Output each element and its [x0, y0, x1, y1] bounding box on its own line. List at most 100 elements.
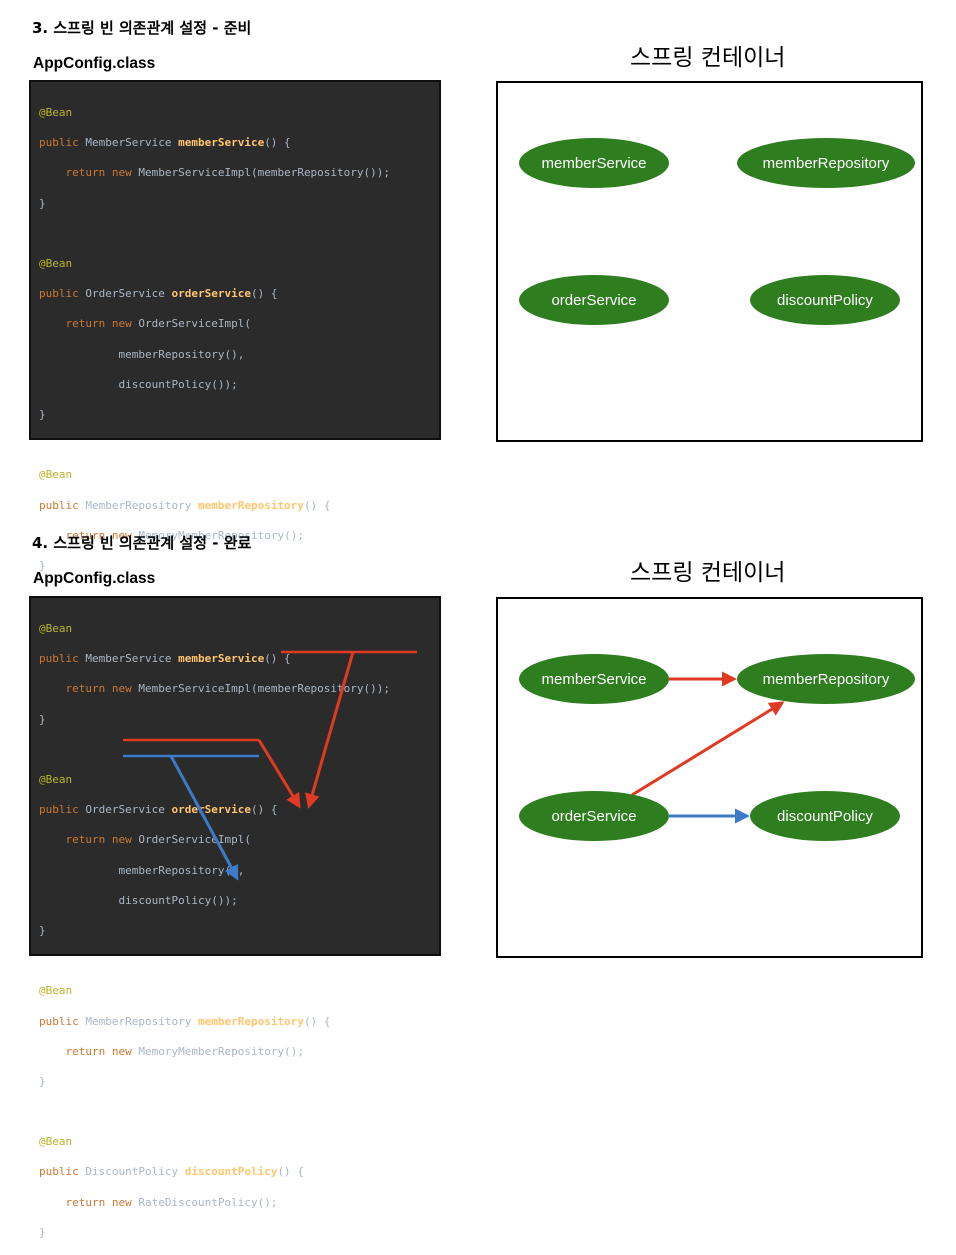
code-line: } [39, 407, 390, 422]
bean-label: orderService [551, 808, 636, 825]
code-type: OrderService [85, 287, 165, 301]
section-4-title: 4. 스프링 빈 의존관계 설정 - 완료 [32, 534, 252, 552]
code-brace: } [39, 712, 46, 726]
code-line: @Bean [39, 467, 390, 482]
code-keyword: new [111, 317, 132, 331]
code-annotation: @Bean [39, 984, 73, 998]
bean-shape [519, 275, 669, 325]
code-keyword: public [39, 498, 79, 512]
code-type: MemberService [85, 136, 172, 150]
code-argument: discountPolicy()); [118, 377, 238, 391]
code-line: return new MemberServiceImpl(memberRepos… [39, 681, 391, 696]
bean-label: orderService [551, 292, 636, 309]
section-4-file-label: AppConfig.class [33, 570, 156, 587]
code-brace: } [39, 407, 46, 421]
code-blank-line [39, 226, 390, 241]
code-type: MemberRepository [85, 498, 192, 512]
bean-label: discountPolicy [777, 292, 873, 309]
code-keyword: new [111, 1195, 132, 1209]
code-annotation: @Bean [39, 1135, 73, 1149]
code-keyword: return [65, 833, 106, 847]
code-line: discountPolicy()); [39, 893, 390, 908]
code-line: return new RateDiscountPolicy(); [39, 1195, 390, 1210]
section-3-bean-diagram: memberService memberRepository orderServ… [519, 138, 915, 325]
code-line: @Bean [39, 105, 390, 120]
code-body: OrderServiceImpl( [138, 833, 251, 847]
code-blank-line [39, 1104, 390, 1119]
bean-shape [519, 654, 669, 704]
code-signature-end: () { [250, 287, 278, 301]
code-keyword: return [65, 1044, 106, 1058]
section-4-spring-container: memberService memberRepository orderServ… [496, 597, 923, 958]
code-keyword: new [111, 1044, 132, 1058]
code-line: return new MemoryMemberRepository(); [39, 1044, 390, 1059]
code-type: DiscountPolicy [85, 1165, 179, 1179]
code-line: public OrderService orderService() { [39, 802, 390, 817]
code-brace: } [39, 1074, 46, 1088]
code-line: return new MemberServiceImpl(memberRepos… [39, 165, 391, 180]
code-brace: } [39, 1225, 46, 1239]
code-argument: memberRepository(), [118, 347, 245, 361]
code-keyword: public [39, 1014, 79, 1028]
code-line: } [39, 1074, 390, 1089]
code-type: MemberService [85, 652, 172, 666]
code-method-name: memberRepository [197, 1014, 304, 1028]
code-line: return new MemoryMemberRepository(); [39, 528, 390, 543]
code-line: return new OrderServiceImpl( [39, 832, 390, 847]
code-keyword: public [39, 803, 79, 817]
bean-label: memberRepository [763, 155, 890, 172]
code-brace: } [39, 558, 46, 572]
bean-node: orderService [519, 275, 669, 325]
code-line: return new OrderServiceImpl( [39, 316, 390, 331]
code-annotation: @Bean [39, 773, 73, 787]
bean-shape [737, 138, 915, 188]
code-method-name: memberService [178, 652, 265, 666]
code-blank-line [39, 742, 390, 757]
code-line: } [39, 558, 390, 573]
bean-label: memberRepository [763, 671, 890, 688]
code-method-name: orderService [171, 287, 251, 301]
code-line: memberRepository(), [39, 347, 390, 362]
bean-shape [750, 791, 900, 841]
code-argument: memberRepository(), [118, 863, 245, 877]
code-keyword: return [65, 528, 106, 542]
code-line: @Bean [39, 983, 390, 998]
code-annotation: @Bean [39, 257, 73, 271]
code-method-name: memberRepository [197, 498, 304, 512]
bean-shape [737, 654, 915, 704]
section-3-spring-container: memberService memberRepository orderServ… [496, 81, 923, 442]
bean-label: memberService [541, 671, 646, 688]
code-blank-line [39, 953, 390, 968]
code-signature-end: () { [303, 1014, 331, 1028]
code-line: public MemberRepository memberRepository… [39, 1014, 390, 1029]
code-line: @Bean [39, 621, 390, 636]
code-body: MemberServiceImpl(memberRepository()); [138, 682, 391, 696]
code-signature-end: () { [277, 1165, 304, 1179]
code-body: OrderServiceImpl( [138, 317, 251, 331]
code-body: MemberServiceImpl(memberRepository()); [138, 166, 391, 180]
code-keyword: new [111, 528, 132, 542]
code-signature-end: () { [264, 652, 291, 666]
code-keyword: return [65, 1195, 106, 1209]
code-keyword: new [111, 166, 132, 180]
code-line: public OrderService orderService() { [39, 286, 390, 301]
section-4-bean-diagram: memberService memberRepository orderServ… [519, 654, 915, 841]
bean-node: memberRepository [737, 138, 915, 188]
section-3-title: 3. 스프링 빈 의존관계 설정 - 준비 [32, 19, 252, 37]
code-line: } [39, 196, 390, 211]
code-line: public MemberRepository memberRepository… [39, 498, 390, 513]
bean-node: memberService [519, 654, 669, 704]
code-method-name: discountPolicy [184, 1165, 278, 1179]
bean-shape [750, 275, 900, 325]
bean-label: memberService [541, 155, 646, 172]
code-keyword: public [39, 287, 79, 301]
bean-node: orderService [519, 791, 669, 841]
section-4-container-label: 스프링 컨테이너 [630, 560, 786, 586]
code-type: MemberRepository [85, 1014, 192, 1028]
code-argument: discountPolicy()); [118, 893, 238, 907]
code-signature-end: () { [264, 136, 291, 150]
bean-shape [519, 138, 669, 188]
code-method-name: memberService [178, 136, 265, 150]
bean-node: memberService [519, 138, 669, 188]
code-line: discountPolicy()); [39, 377, 390, 392]
